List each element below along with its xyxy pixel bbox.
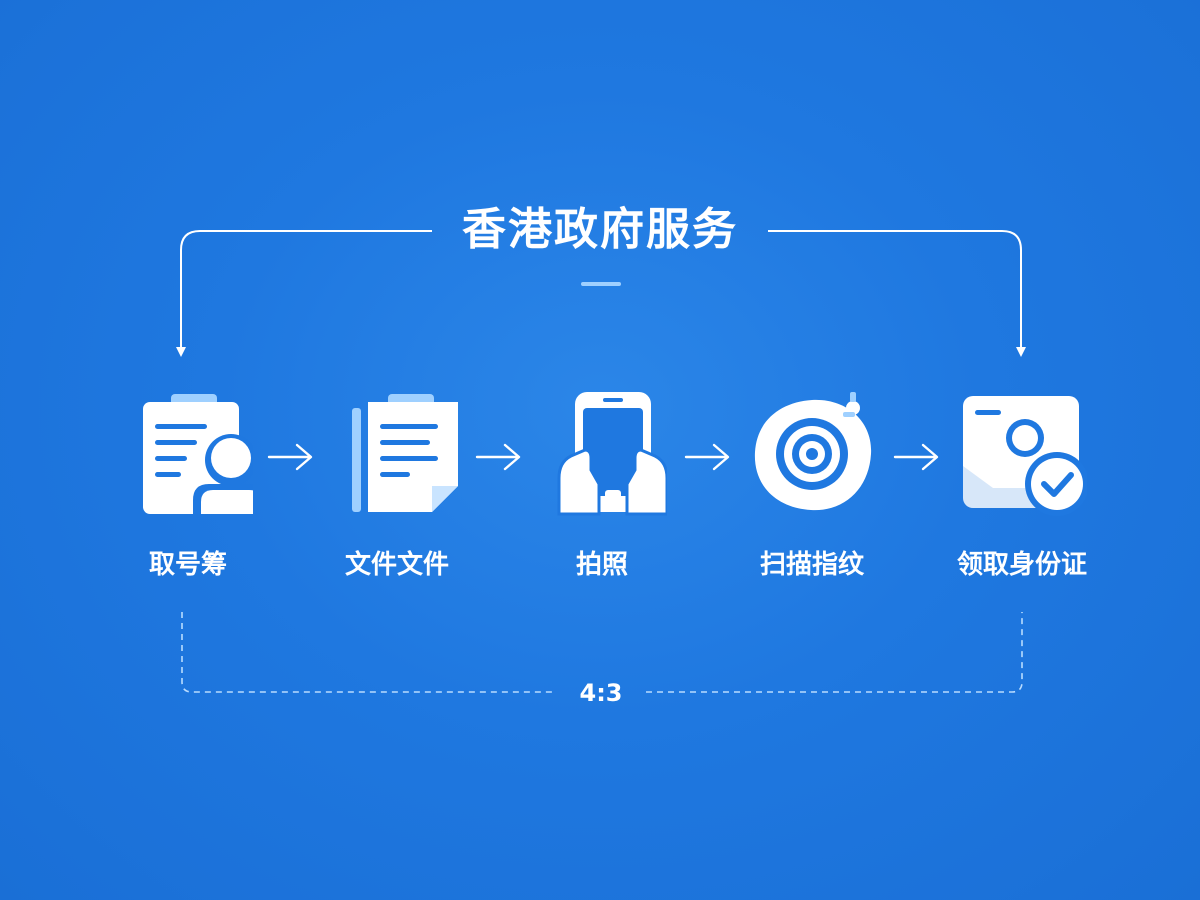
step-queue-ticket: 取号筹 [108,388,268,582]
step-photo: 拍照 [522,388,682,582]
arrow-right-icon [267,443,313,471]
bottom-dashed-bracket-right [646,612,1023,693]
arrow-right-icon [684,443,730,471]
step-collect-id: 领取身份证 [942,388,1102,582]
fingerprint-scanner-icon [754,392,872,511]
bottom-dashed-bracket-left [181,612,556,693]
step-fingerprint: 扫描指纹 [732,388,892,582]
arrow-right-icon [475,443,521,471]
step-label: 文件文件 [344,550,449,580]
step-label: 拍照 [575,550,628,580]
arrow-right-icon [893,443,939,471]
top-left-bracket-line [176,230,432,357]
page-title: 香港政府服务 [0,198,1200,262]
top-right-bracket-line [768,230,1026,357]
step-label: 扫描指纹 [759,550,864,580]
document-icon [352,394,458,512]
step-label: 取号筹 [148,550,227,580]
ratio-label: 4:3 [579,679,623,707]
id-card-check-icon [963,396,1087,516]
step-documents: 文件文件 [317,388,477,582]
step-label: 领取身份证 [956,550,1087,580]
title-underline [581,282,621,286]
queue-ticket-icon [143,394,253,514]
phone-photo-icon [557,392,667,516]
page-title-text: 香港政府服务 [462,204,738,255]
